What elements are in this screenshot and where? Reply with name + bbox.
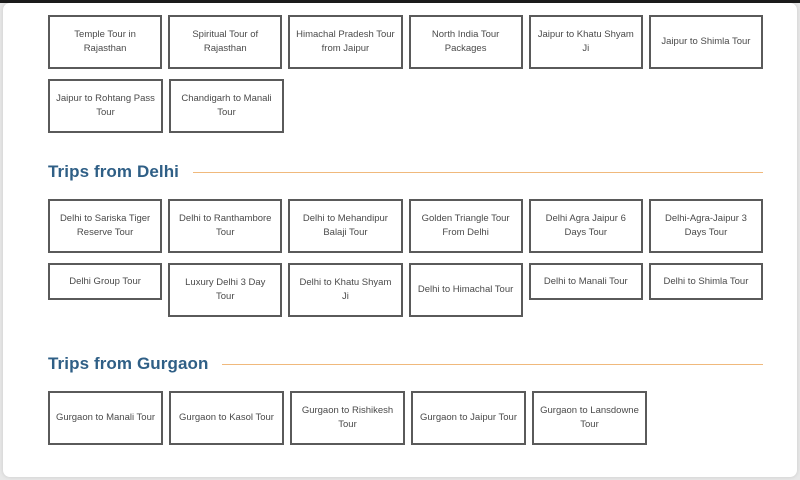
- tour-tile[interactable]: Delhi Agra Jaipur 6 Days Tour: [528, 199, 643, 253]
- tour-tile[interactable]: Luxury Delhi 3 Day Tour: [168, 263, 283, 317]
- tour-tile[interactable]: Delhi-Agra-Jaipur 3 Days Tour: [648, 199, 764, 253]
- tour-tile[interactable]: Himachal Pradesh Tour from Jaipur: [288, 15, 403, 69]
- tour-tile[interactable]: Chandigarh to Manali Tour: [169, 79, 284, 133]
- tour-tile[interactable]: Delhi to Manali Tour: [528, 263, 643, 300]
- tile-row: Temple Tour in Rajasthan Spiritual Tour …: [48, 15, 764, 69]
- section-title: Trips from Delhi: [48, 162, 180, 181]
- tour-tile[interactable]: Jaipur to Rohtang Pass Tour: [48, 79, 163, 133]
- tour-tile[interactable]: Gurgaon to Lansdowne Tour: [532, 391, 647, 445]
- tour-tile[interactable]: Gurgaon to Jaipur Tour: [411, 391, 526, 445]
- tour-tile[interactable]: Delhi to Sariska Tiger Reserve Tour: [48, 199, 163, 253]
- spacer: [48, 133, 763, 155]
- spacer: [48, 189, 763, 199]
- spacer: [48, 317, 763, 347]
- tile-row: Gurgaon to Manali Tour Gurgaon to Kasol …: [48, 391, 763, 445]
- tour-tile[interactable]: Delhi to Khatu Shyam Ji: [288, 263, 403, 317]
- section-gurgaon: Gurgaon to Manali Tour Gurgaon to Kasol …: [48, 391, 763, 445]
- page-card: Temple Tour in Rajasthan Spiritual Tour …: [3, 3, 797, 477]
- tour-tile[interactable]: Jaipur to Khatu Shyam Ji: [528, 15, 643, 69]
- tour-links-directory: Temple Tour in Rajasthan Spiritual Tour …: [48, 3, 764, 445]
- tile-row: Delhi Group Tour Luxury Delhi 3 Day Tour…: [48, 263, 764, 317]
- section-divider-rule: [193, 171, 763, 173]
- tour-tile[interactable]: Delhi Group Tour: [48, 263, 163, 300]
- tour-tile[interactable]: Gurgaon to Kasol Tour: [169, 391, 284, 445]
- tour-tile[interactable]: Delhi to Shimla Tour: [648, 263, 764, 300]
- tour-tile[interactable]: Golden Triangle Tour From Delhi: [408, 199, 523, 253]
- top-edge-band: [0, 0, 800, 3]
- section-divider-rule: [222, 363, 763, 365]
- tile-row: Jaipur to Rohtang Pass Tour Chandigarh t…: [48, 79, 763, 133]
- tour-tile[interactable]: Delhi to Ranthambore Tour: [168, 199, 283, 253]
- tour-tile[interactable]: Spiritual Tour of Rajasthan: [168, 15, 283, 69]
- tile-row: Delhi to Sariska Tiger Reserve Tour Delh…: [48, 199, 764, 253]
- tour-tile[interactable]: Temple Tour in Rajasthan: [48, 15, 163, 69]
- section-heading-delhi: Trips from Delhi: [48, 155, 763, 189]
- spacer: [48, 381, 763, 391]
- tour-tile[interactable]: North India Tour Packages: [408, 15, 523, 69]
- tour-tile[interactable]: Gurgaon to Manali Tour: [48, 391, 163, 445]
- tour-tile[interactable]: Delhi to Himachal Tour: [408, 263, 523, 317]
- tour-tile[interactable]: Jaipur to Shimla Tour: [648, 15, 764, 69]
- section-title: Trips from Gurgaon: [48, 354, 209, 373]
- section-heading-gurgaon: Trips from Gurgaon: [48, 347, 763, 381]
- tour-tile[interactable]: Delhi to Mehandipur Balaji Tour: [288, 199, 403, 253]
- section-delhi: Delhi to Sariska Tiger Reserve Tour Delh…: [48, 199, 764, 317]
- tour-tile[interactable]: Gurgaon to Rishikesh Tour: [290, 391, 405, 445]
- section-rajasthan: Temple Tour in Rajasthan Spiritual Tour …: [48, 3, 764, 133]
